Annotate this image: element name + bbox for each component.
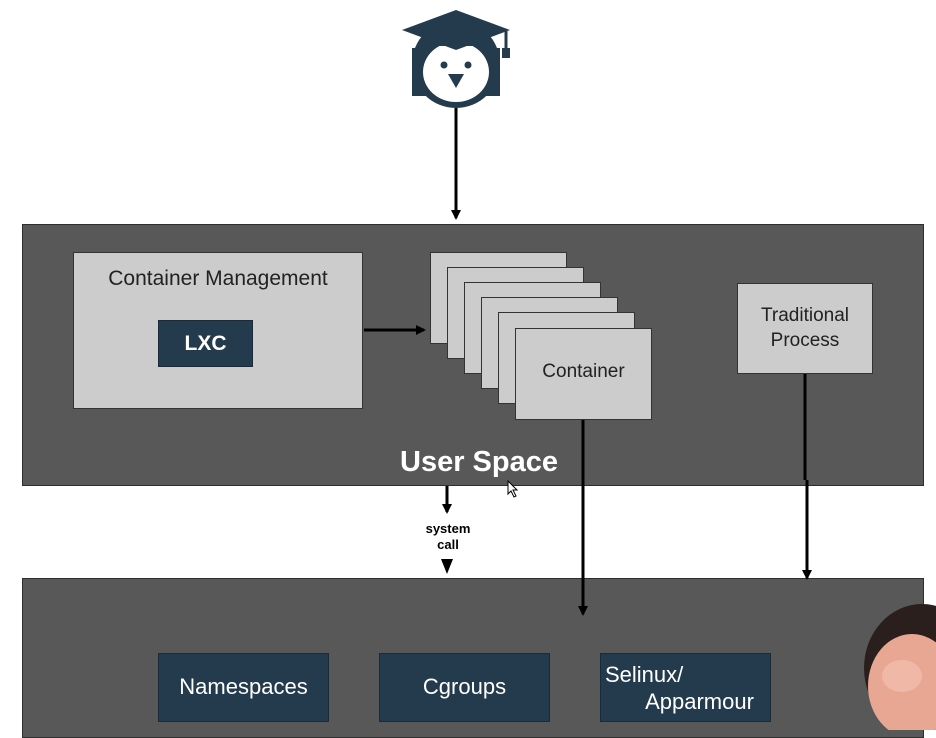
arrow-syscall-lower [441, 559, 453, 574]
cgroups-box: Cgroups [379, 653, 550, 722]
container-box: Container [515, 328, 652, 420]
apparmour-label: Apparmour [645, 688, 754, 714]
lxc-label: LXC [184, 331, 227, 355]
traditional-process-label: Traditional Process [760, 305, 849, 351]
traditional-process-box: Traditional Process [737, 283, 873, 374]
graduate-penguin-icon [398, 8, 514, 108]
namespaces-label: Namespaces [179, 674, 308, 700]
container-management-title: Container Management [108, 267, 328, 290]
webcam-overlay [842, 598, 936, 730]
selinux-apparmour-box: Selinux/ Apparmour [600, 653, 771, 722]
selinux-label: Selinux/ [605, 661, 684, 687]
cgroups-label: Cgroups [422, 674, 507, 700]
user-space-label: User Space [400, 446, 558, 478]
container-management-box: Container Management [73, 252, 363, 409]
lxc-box: LXC [158, 320, 253, 367]
container-label: Container [542, 361, 625, 382]
namespaces-box: Namespaces [158, 653, 329, 722]
system-call-label: system call [425, 521, 471, 552]
cursor-icon [507, 479, 519, 498]
